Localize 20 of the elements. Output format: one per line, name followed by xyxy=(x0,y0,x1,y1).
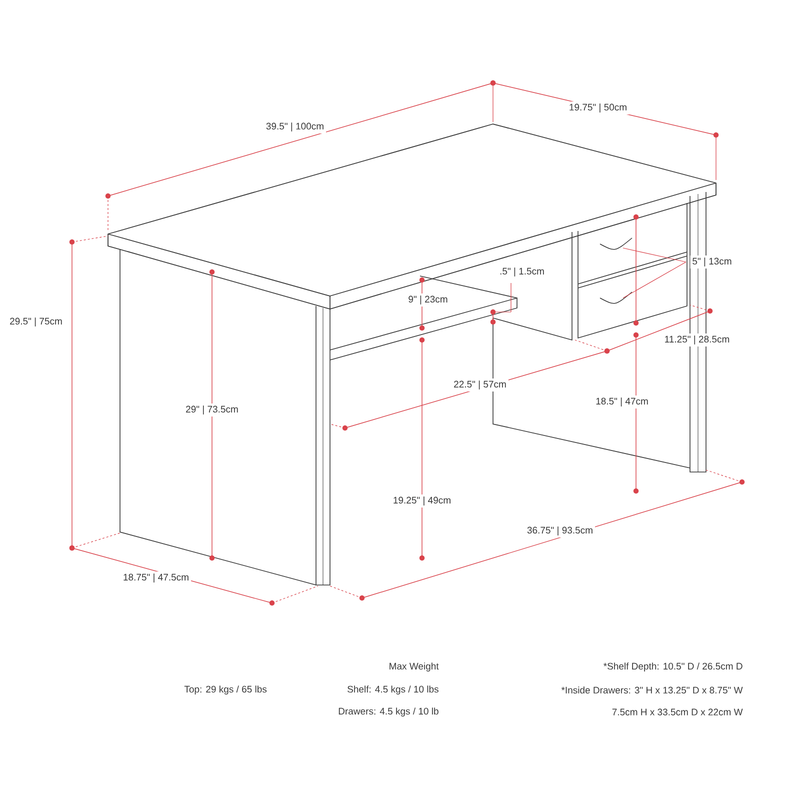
dimension-label: 19.75" | 50cm xyxy=(566,102,630,114)
dimension-label: .5" | 1.5cm xyxy=(498,266,546,278)
dimension-label: 19.25" | 49cm xyxy=(390,494,454,508)
dimension-label: 18.75" | 47.5cm xyxy=(120,572,192,584)
dimension-label: 11.25" | 28.5cm xyxy=(662,334,732,346)
spec-note: 7.5cm H x 33.5cm D x 22cm W xyxy=(612,708,743,716)
weight-note: Top: 29 kgs / 65 lbs xyxy=(184,686,267,694)
weight-note: Shelf: 4.5 kgs / 10 lbs xyxy=(348,686,438,694)
spec-note: *Inside Drawers: 3" H x 13.25" D x 8.75" W xyxy=(561,686,743,694)
dimension-label: 5" | 13cm xyxy=(690,256,734,268)
dimension-label: 29.5" | 75cm xyxy=(8,316,64,328)
dimension-label: 39.5" | 100cm xyxy=(264,120,326,134)
dimension-label: 29" | 73.5cm xyxy=(184,404,240,416)
dimension-label: 22.5" | 57cm xyxy=(452,378,508,392)
dimension-label: 36.75" | 93.5cm xyxy=(524,524,596,538)
weight-note: Drawers: 4.5 kgs / 10 lb xyxy=(338,708,438,716)
dimension-label: 18.5" | 47cm xyxy=(594,396,650,408)
weight-note: Max Weight xyxy=(390,662,439,672)
dimension-label: 9" | 23cm xyxy=(406,294,450,306)
spec-note: *Shelf Depth: 10.5" D / 26.5cm D xyxy=(604,662,742,672)
